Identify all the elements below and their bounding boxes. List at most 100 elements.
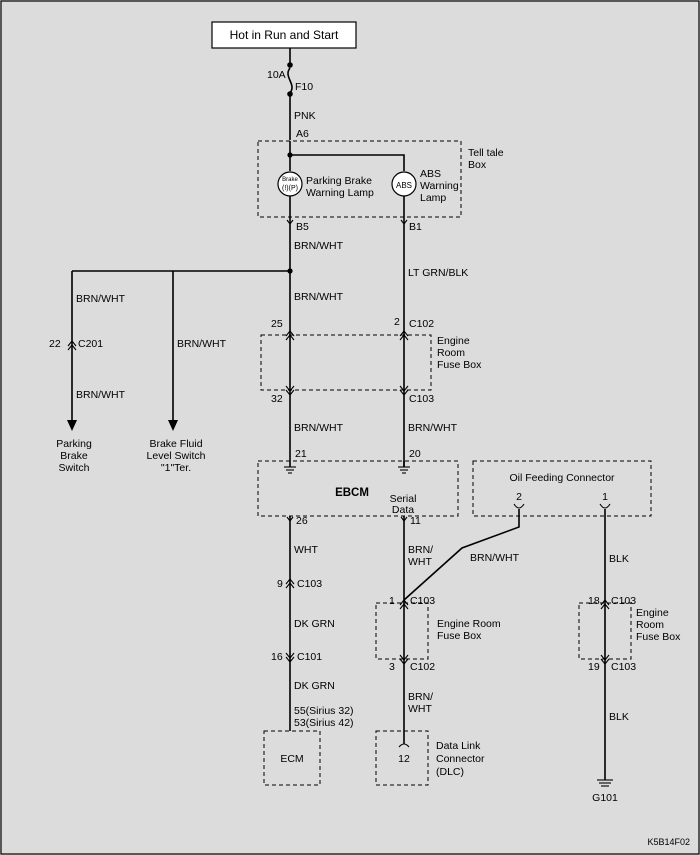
- wire-brn-wht-serial-2: WHT: [408, 556, 432, 568]
- wire-brn-wht-serial-1: BRN/: [408, 544, 433, 556]
- ground-symbol-20: [398, 461, 410, 474]
- wire-dk-grn-2: DK GRN: [294, 680, 335, 692]
- dlc-label-2: Connector: [436, 753, 485, 765]
- wire-brn-wht-b5: BRN/WHT: [294, 240, 344, 252]
- fusebox-right-label-3: Fuse Box: [636, 631, 681, 643]
- ebcm-title: EBCM: [335, 487, 369, 499]
- c101-name: C101: [297, 651, 322, 663]
- abs-icon-text: ABS: [396, 181, 412, 190]
- fluid-switch-label-3: "1"Ter.: [161, 462, 191, 474]
- fusebox-right-pin-18: 18: [588, 595, 600, 607]
- wire-brn-wht-oil: BRN/WHT: [470, 552, 520, 564]
- fluid-switch-label-1: Brake Fluid: [149, 438, 202, 450]
- ebcm-serial-1: Serial: [390, 493, 417, 505]
- ebcm-pin-21: 21: [295, 448, 307, 460]
- pin-b1: B1: [409, 221, 422, 233]
- c201-pin: 22: [49, 338, 61, 350]
- abs-lamp-label-1: ABS: [420, 168, 441, 180]
- brake-lamp-label-2: Warning Lamp: [306, 187, 374, 199]
- pin-b5: B5: [296, 221, 309, 233]
- dlc-label-1: Data Link: [436, 740, 481, 752]
- fluid-switch-label-2: Level Switch: [147, 450, 206, 462]
- brake-icon-symbols: (!)(P): [282, 185, 298, 192]
- ebcm-pin-11: 11: [410, 515, 421, 527]
- parking-switch-arrow: [67, 420, 77, 431]
- ground-g101-icon: [597, 779, 613, 787]
- ecm-pin-b: 53(Sirius 42): [294, 717, 354, 729]
- oil-feeding-connector: Oil Feeding Connector 2 1: [472, 460, 652, 517]
- fusebox-right-c103-top: C103: [611, 595, 636, 607]
- wire-brn-wht-dlc-1: BRN/: [408, 691, 433, 703]
- c101-pin: 16: [271, 651, 283, 663]
- fusebox-mid-pin-1: 1: [389, 595, 395, 607]
- telltale-title-1: Tell tale: [468, 147, 504, 159]
- wire-pnk-label: PNK: [294, 110, 316, 122]
- fusebox-mid-pin-3: 3: [389, 661, 395, 673]
- c201-name: C201: [78, 338, 103, 350]
- dlc-box: 12 Data Link Connector (DLC): [375, 730, 485, 786]
- telltale-title-2: Box: [468, 159, 487, 171]
- fusebox-right-label-1: Engine: [636, 607, 669, 619]
- ebcm-box: 21 20 EBCM Serial Data 26 11: [257, 448, 459, 527]
- engine-room-fuse-box-right: 18 C103 19 C103 Engine Room Fuse Box: [578, 595, 681, 673]
- wire-dk-grn-1: DK GRN: [294, 618, 335, 630]
- dlc-pin: 12: [398, 753, 410, 765]
- figure-id: K5B14F02: [647, 837, 690, 847]
- wire-brn-wht-c103-b: BRN/WHT: [408, 422, 458, 434]
- c102-top: C102: [409, 318, 434, 330]
- ebcm-pin-20: 20: [409, 448, 421, 460]
- fusebox-mid-c103: C103: [410, 595, 435, 607]
- oil-title: Oil Feeding Connector: [509, 472, 615, 484]
- pin-25: 25: [271, 318, 283, 330]
- ebcm-pin-26: 26: [296, 515, 308, 527]
- brake-lamp-label-1: Parking Brake: [306, 175, 372, 187]
- parking-switch-label-3: Switch: [59, 462, 90, 474]
- wire-lt-grn-blk: LT GRN/BLK: [408, 267, 468, 279]
- c103-top: C103: [409, 393, 434, 405]
- wire-blk-1: BLK: [609, 553, 629, 565]
- pin-2: 2: [394, 316, 400, 328]
- fusebox-mid-c102: C102: [410, 661, 435, 673]
- ground-name: G101: [592, 792, 618, 804]
- wire-brn-wht-c103-32: BRN/WHT: [294, 422, 344, 434]
- pin-32: 32: [271, 393, 283, 405]
- fusebox-right-pin-19: 19: [588, 661, 600, 673]
- fusebox-top-label-2: Room: [437, 347, 465, 359]
- power-title: Hot in Run and Start: [230, 28, 339, 42]
- c103-9-pin: 9: [277, 578, 283, 590]
- ecm-pin-a: 55(Sirius 32): [294, 705, 354, 717]
- wire-blk-2: BLK: [609, 711, 629, 723]
- fusebox-mid-label-2: Fuse Box: [437, 630, 482, 642]
- fusebox-mid-label-1: Engine Room: [437, 618, 501, 630]
- fusebox-right-c103-bottom: C103: [611, 661, 636, 673]
- fusebox-top-label-3: Fuse Box: [437, 359, 482, 371]
- abs-lamp-label-3: Lamp: [420, 192, 446, 204]
- abs-lamp-label-2: Warning: [420, 180, 459, 192]
- fusebox-right-label-2: Room: [636, 619, 664, 631]
- fluid-switch-arrow: [168, 420, 178, 431]
- wire-wht: WHT: [294, 544, 318, 556]
- oil-pin-1: 1: [602, 491, 608, 503]
- brake-icon-text: Brake: [282, 177, 298, 183]
- c103-9-name: C103: [297, 578, 322, 590]
- parking-switch-label-1: Parking: [56, 438, 92, 450]
- ecm-box: ECM: [263, 730, 321, 786]
- engine-room-fuse-box-top: 25 2 C102 32 C103 Engine Room Fuse Box: [260, 316, 482, 405]
- wire-brn-wht-c201-lower: BRN/WHT: [76, 389, 126, 401]
- telltale-box: Tell tale Box Brake (!)(P) Parking Brake…: [257, 140, 504, 218]
- wire-brn-wht-dlc-2: WHT: [408, 703, 432, 715]
- ground-symbol-21: [284, 466, 296, 474]
- wire-brn-wht-fluid: BRN/WHT: [177, 338, 227, 350]
- engine-room-fuse-box-mid: 1 C103 3 C102 Engine Room Fuse Box: [375, 595, 501, 673]
- wire-brn-wht-to-c102: BRN/WHT: [294, 291, 344, 303]
- wire-brn-wht-branch-left: BRN/WHT: [76, 293, 126, 305]
- power-source-box: Hot in Run and Start: [211, 21, 357, 49]
- oil-pin-2: 2: [516, 491, 522, 503]
- ecm-title: ECM: [280, 753, 303, 765]
- fuse-f10: 10A F10: [267, 48, 313, 97]
- pin-a6: A6: [296, 128, 309, 140]
- ebcm-serial-2: Data: [392, 504, 414, 516]
- dlc-label-3: (DLC): [436, 766, 464, 778]
